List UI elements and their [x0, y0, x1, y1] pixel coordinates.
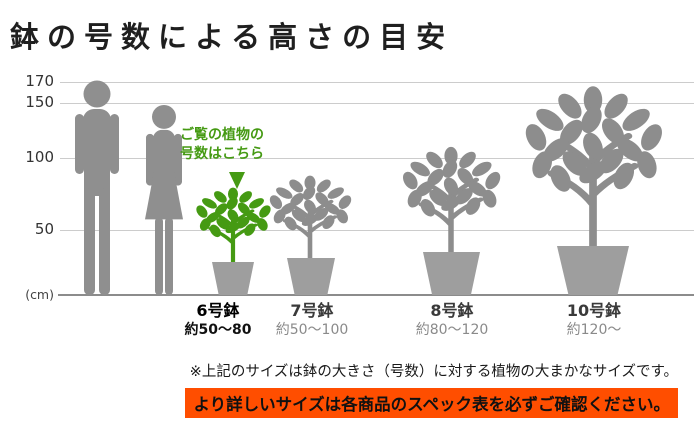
plant-8-icon — [396, 146, 506, 253]
pot-name: 6号鉢 — [196, 301, 240, 320]
pot-label-10: 10号鉢 約120〜 — [524, 301, 664, 339]
pot-label-8: 8号鉢 約80〜120 — [382, 301, 522, 339]
grid-line-100 — [60, 158, 694, 159]
pot-size-range: 約120〜 — [566, 322, 622, 338]
pot-8 — [423, 252, 480, 295]
grid-line-50 — [60, 230, 694, 231]
plant-7-icon — [264, 175, 356, 259]
pot-name: 10号鉢 — [566, 301, 622, 320]
warning-banner: より詳しいサイズは各商品のスペック表を必ずご確認ください。 — [185, 388, 678, 418]
axis-tick-170: 170 — [25, 72, 54, 90]
pot-label-6: 6号鉢 約50〜80 — [148, 301, 288, 339]
pot-size-range: 約50〜100 — [275, 322, 349, 338]
axis-tick-150: 150 — [25, 93, 54, 111]
pot-size-range: 約50〜80 — [184, 322, 252, 338]
man-silhouette — [75, 80, 119, 295]
page-title: 鉢の号数による高さの目安 — [10, 20, 454, 54]
down-arrow-icon — [229, 172, 245, 189]
pot-name: 8号鉢 — [430, 301, 474, 320]
pot-7 — [287, 258, 335, 295]
grid-line-170 — [60, 82, 694, 83]
footnote-text: ※上記のサイズは鉢の大きさ（号数）に対する植物の大まかなサイズです。 — [189, 364, 678, 380]
pot-name: 7号鉢 — [290, 301, 334, 320]
axis-tick-100: 100 — [25, 148, 54, 166]
callout-line1: ご覧の植物の — [180, 127, 264, 143]
grid-line-150 — [60, 103, 694, 104]
plant-10-icon — [516, 85, 670, 247]
pot-10 — [557, 246, 629, 295]
pot-label-7: 7号鉢 約50〜100 — [242, 301, 382, 339]
pot-size-range: 約80〜120 — [415, 322, 489, 338]
pot-6 — [212, 262, 254, 295]
axis-tick-50: 50 — [34, 220, 54, 238]
plant-6-icon — [191, 187, 275, 263]
highlight-callout: ご覧の植物の 号数はこちら — [180, 126, 310, 164]
ground-line — [58, 294, 694, 296]
axis-unit-label: (cm) — [25, 287, 54, 302]
callout-line2: 号数はこちら — [180, 146, 264, 162]
woman-silhouette — [145, 104, 183, 295]
